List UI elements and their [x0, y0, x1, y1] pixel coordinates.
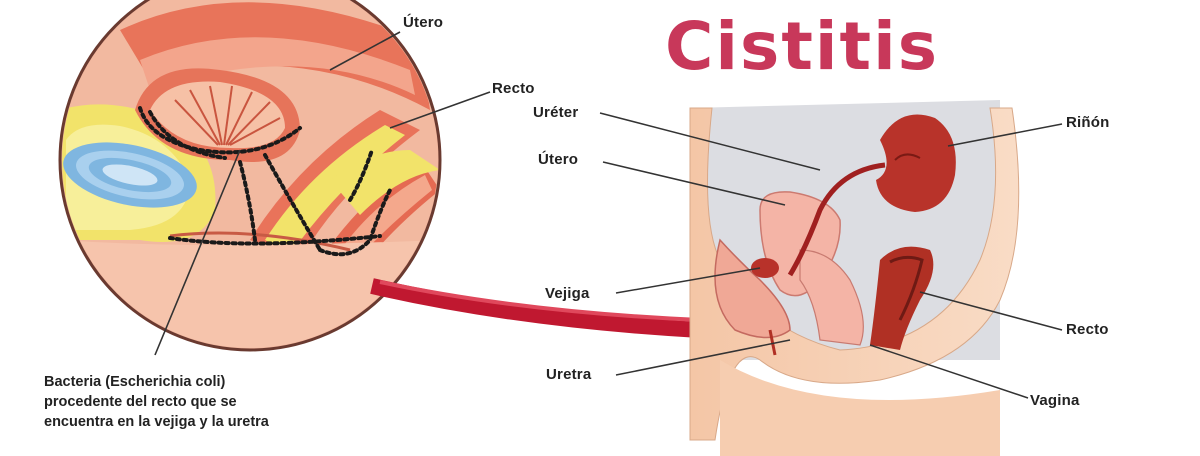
caption-line-3: encuentra en la vejiga y la uretra — [44, 414, 269, 430]
label-vagina: Vagina — [1030, 392, 1080, 409]
body-leader-lines — [599, 112, 1063, 399]
page-title: Cistitis — [665, 8, 939, 85]
label-uretra: Uretra — [546, 366, 592, 383]
caption-line-1: Bacteria (Escherichia coli) — [44, 374, 226, 390]
magnified-inset — [58, 0, 442, 352]
inset-leader-lines — [154, 31, 491, 356]
label-recto: Recto — [1066, 321, 1109, 338]
pelvis-cross-section — [689, 100, 1020, 456]
label-vejiga: Vejiga — [545, 285, 590, 302]
label-rinon: Riñón — [1066, 114, 1110, 131]
bacteria-caption: Bacteria (Escherichia coli) procedente d… — [44, 372, 444, 432]
caption-line-2: procedente del recto que se — [44, 394, 237, 410]
label-utero-inset: Útero — [403, 14, 444, 31]
label-ureter: Uréter — [533, 104, 579, 121]
label-utero: Útero — [538, 151, 579, 168]
label-recto-inset: Recto — [492, 80, 535, 97]
